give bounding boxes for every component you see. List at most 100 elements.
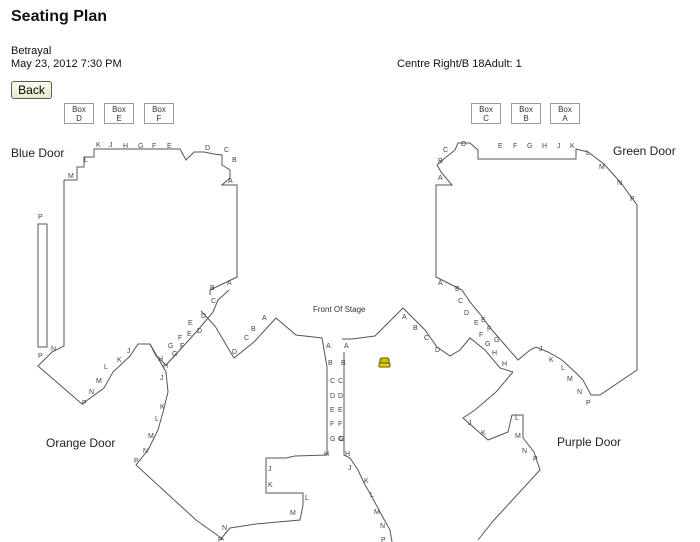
row-letter-P: P [38,353,43,360]
row-letter-J: J [127,348,131,355]
row-letter-B: B [328,360,333,367]
row-letter-L: L [561,365,565,372]
row-letter-M: M [374,509,380,516]
row-letter-J: J [539,346,543,353]
row-letter-K: K [481,430,486,437]
centre-right-block-outline [342,307,514,373]
row-letter-A: A [227,280,232,287]
row-letter-F: F [178,335,182,342]
row-letter-G: G [339,436,344,443]
row-letter-F: F [152,143,156,150]
row-letter-A: A [228,178,233,185]
box-c-label: Box [479,105,493,114]
row-letter-L: L [104,364,108,371]
row-letter-N: N [222,525,227,532]
upper-right-block-outline [435,142,638,396]
row-letter-B: B [210,285,215,292]
row-letter-M: M [68,173,74,180]
row-letter-H: H [324,451,329,458]
page-title: Seating Plan [11,8,108,25]
row-letter-M: M [567,376,573,383]
row-letter-A: A [438,280,443,287]
row-letter-P: P [630,196,635,203]
row-letter-H: H [123,143,128,150]
row-letter-G: G [494,337,499,344]
row-letter-B: B [438,158,443,165]
row-letter-H: H [502,361,507,368]
door-green-label: Green Door [613,144,676,158]
row-letter-N: N [51,346,56,353]
row-letter-A: A [344,343,349,350]
row-letter-N: N [617,180,622,187]
row-letter-G: G [168,343,173,350]
box-b-letter: B [523,114,529,123]
row-letter-E: E [188,320,193,327]
row-letter-F: F [513,143,517,150]
row-letter-F: F [479,332,483,339]
row-letter-J: J [557,143,561,150]
row-letter-N: N [522,448,527,455]
row-letter-D: D [338,393,343,400]
row-letter-A: A [402,314,407,321]
row-letter-K: K [570,143,575,150]
row-letter-H: H [542,143,547,150]
row-letter-C: C [211,298,216,305]
row-letter-C: C [443,147,448,154]
row-letter-K: K [549,357,554,364]
box-f-letter: F [156,114,162,123]
centre-left-block-outline [219,454,328,541]
row-letter-D: D [201,313,206,320]
side-box-p-outline [37,223,48,348]
selected-seat-icon[interactable] [378,357,391,369]
row-letter-C: C [424,335,429,342]
row-letter-P: P [533,456,538,463]
row-letter-F: F [180,343,184,350]
row-letter-E: E [498,143,503,150]
row-letter-E: E [330,407,335,414]
row-letter-M: M [96,378,102,385]
box-a-letter: A [562,114,568,123]
box-d-letter: D [76,114,82,123]
row-letter-L: L [84,157,88,164]
box-e-label: Box [112,105,126,114]
row-letter-D: D [197,328,202,335]
row-letter-D: D [461,141,466,148]
row-letter-B: B [232,157,237,164]
back-button[interactable]: Back [11,81,52,99]
row-letter-E: E [474,320,479,327]
box-e-letter: E [116,114,122,123]
row-letter-E: E [338,407,343,414]
selection-summary: Centre Right/B 18Adult: 1 [397,58,522,70]
door-blue-label: Blue Door [11,146,65,160]
row-letter-G: G [330,436,335,443]
upper-right-inner-outline [435,276,584,381]
row-letter-N: N [89,389,94,396]
box-b-label: Box [519,105,533,114]
row-letter-B: B [341,360,346,367]
row-letter-B: B [251,326,256,333]
row-letter-M: M [290,510,296,517]
seating-outlines [37,142,638,542]
row-letter-D: D [435,347,440,354]
row-letter-P: P [134,458,139,465]
row-letter-A: A [326,343,331,350]
show-datetime: May 23, 2012 7:30 PM [11,58,122,70]
row-letter-M: M [515,433,521,440]
stage-label: Front Of Stage [313,305,366,314]
left-arm-outline [37,180,230,405]
row-letter-J: J [109,142,113,149]
row-letter-E: E [481,317,486,324]
row-letter-C: C [330,378,335,385]
box-a-label: Box [558,105,572,114]
row-letter-H: H [158,356,163,363]
row-letter-P: P [38,214,43,221]
purple-block-outline [462,371,541,541]
left-fan-outline [200,310,328,455]
